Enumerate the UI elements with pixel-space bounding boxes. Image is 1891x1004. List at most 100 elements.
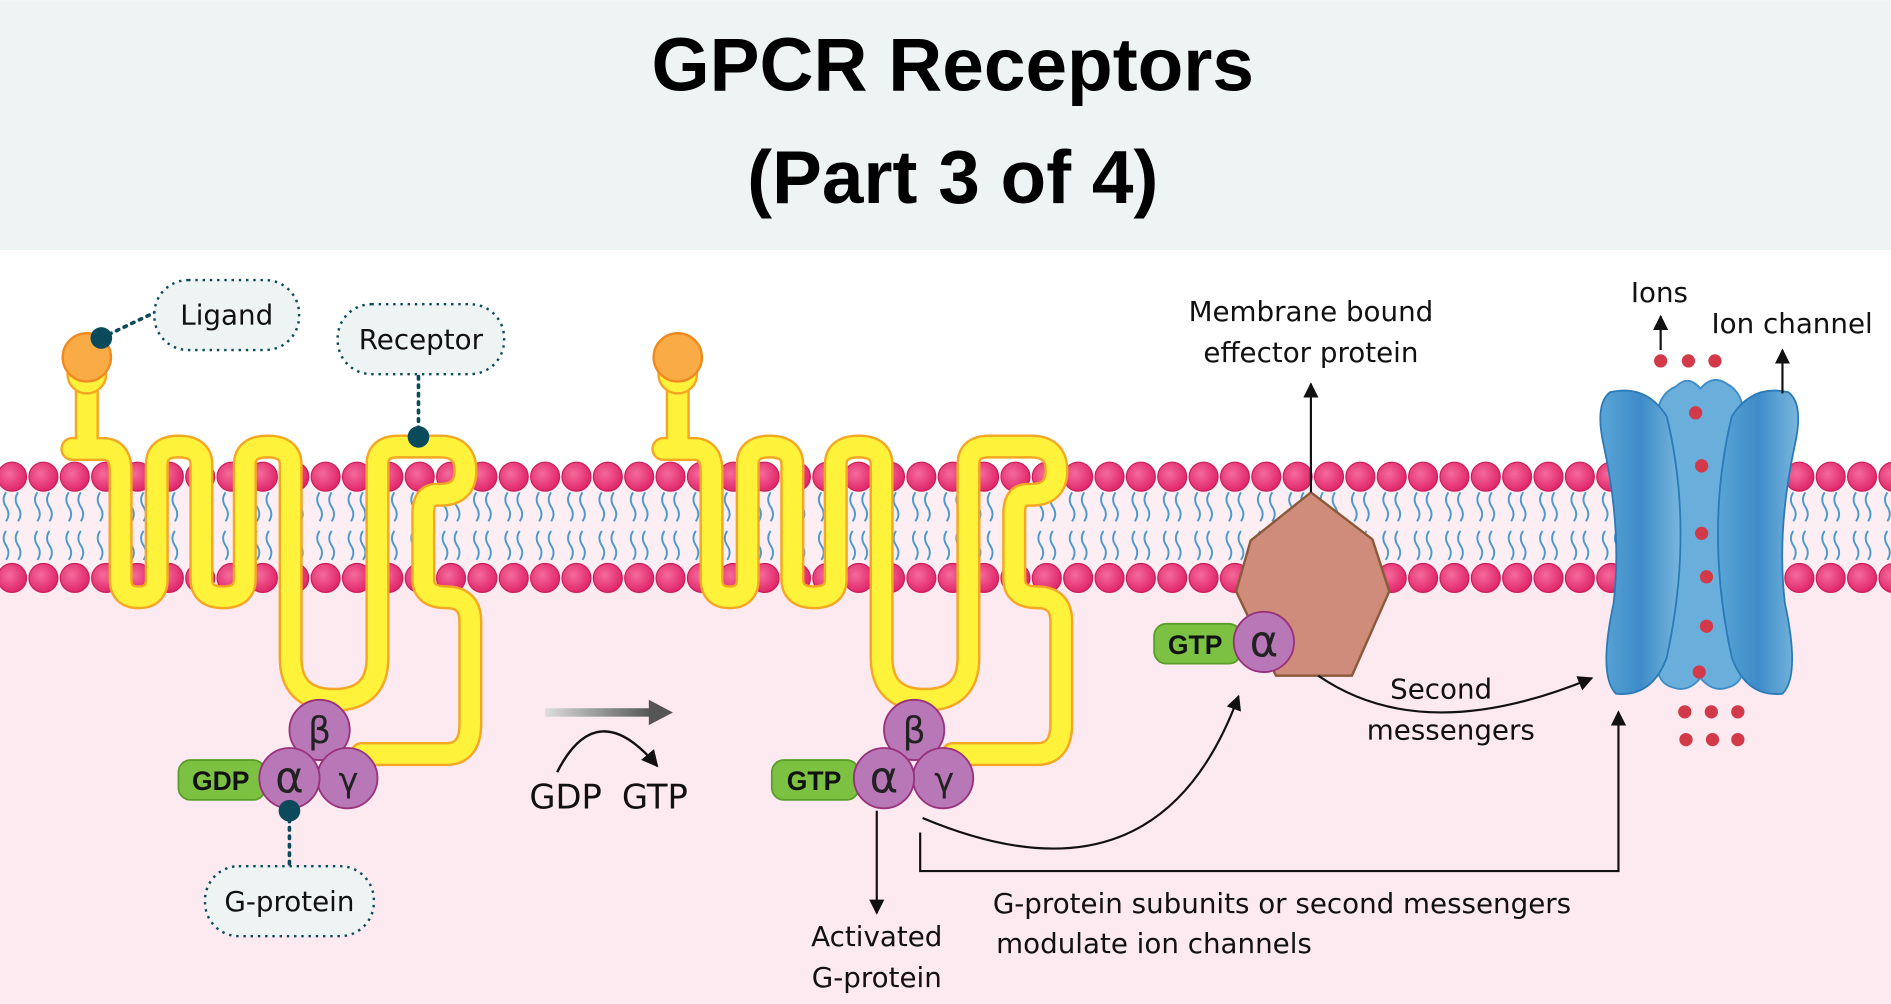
phospholipid-head bbox=[1188, 562, 1219, 594]
receptors bbox=[60, 331, 1074, 767]
lipid-tail bbox=[1833, 530, 1841, 561]
phospholipid-head bbox=[1564, 562, 1595, 594]
lipid-tail bbox=[892, 491, 900, 522]
lipid-tail bbox=[986, 491, 994, 522]
lipid-tail bbox=[1457, 491, 1464, 522]
lipid-tail bbox=[1488, 491, 1496, 522]
lipid-tail bbox=[316, 491, 323, 522]
lipid-tail bbox=[1551, 491, 1558, 522]
g-protein-callout: G-protein bbox=[203, 799, 376, 938]
ion bbox=[1681, 354, 1696, 368]
lipid-tail bbox=[222, 530, 229, 561]
lipid-tail bbox=[504, 530, 512, 561]
phospholipid-head bbox=[1125, 562, 1156, 594]
phospholipid-head bbox=[1251, 461, 1282, 492]
lipid-tail bbox=[328, 530, 336, 561]
lipid-tail bbox=[96, 491, 104, 522]
phospholipid-head bbox=[1533, 562, 1564, 594]
lipid-tail bbox=[1789, 491, 1797, 522]
phospholipid-head bbox=[655, 461, 686, 492]
phospholipid-head bbox=[624, 461, 655, 492]
ion bbox=[1699, 619, 1714, 633]
lipid-tail bbox=[34, 530, 41, 561]
phospholipid-head bbox=[1345, 461, 1376, 492]
lipid-tail bbox=[1174, 491, 1182, 522]
title-line-2: (Part 3 of 4) bbox=[747, 135, 1158, 219]
phospholipid-head bbox=[1125, 461, 1156, 492]
lipid-tail bbox=[1601, 530, 1609, 561]
modulate-label-2: modulate ion channels bbox=[996, 927, 1312, 960]
g-protein-inactive: GDP β γ α bbox=[177, 698, 379, 810]
phospholipid-head bbox=[1157, 461, 1188, 492]
phospholipid-head bbox=[655, 562, 686, 594]
lipid-tail bbox=[1833, 491, 1841, 522]
lipid-tail bbox=[1488, 530, 1496, 561]
lipid-tail bbox=[943, 491, 951, 522]
lipid-tail bbox=[1068, 491, 1076, 522]
beta-subunit-label: β bbox=[308, 709, 331, 752]
lipid-tail bbox=[222, 491, 229, 522]
phospholipid-head bbox=[0, 461, 28, 492]
phospholipid-head bbox=[1502, 461, 1533, 492]
lipid-tail bbox=[1852, 491, 1860, 522]
phospholipid-head bbox=[1219, 461, 1251, 492]
lipid-tail bbox=[1080, 491, 1088, 522]
alpha-subunit-label: α bbox=[870, 754, 899, 804]
lipid-tail bbox=[1852, 530, 1860, 561]
phospholipid-head bbox=[561, 461, 592, 492]
lipid-tail bbox=[1570, 491, 1578, 522]
phospholipid-head bbox=[1470, 461, 1501, 492]
lipid-tail bbox=[579, 491, 586, 522]
receptor-chain bbox=[62, 436, 480, 764]
lipid-tail bbox=[1350, 491, 1358, 522]
lipid-tail bbox=[1363, 491, 1370, 522]
phospholipid-head bbox=[1094, 562, 1125, 594]
lipid-tail bbox=[849, 491, 857, 522]
lipid-tail bbox=[723, 530, 731, 561]
lipid-tail bbox=[2, 491, 10, 522]
lipid-tail bbox=[265, 491, 273, 522]
lipid-tail bbox=[1551, 530, 1558, 561]
lipid-tail bbox=[1864, 491, 1872, 522]
lipid-tail bbox=[1457, 530, 1464, 561]
ion bbox=[1705, 732, 1720, 747]
phospholipid-head bbox=[1846, 562, 1878, 594]
lipid-tail bbox=[14, 530, 22, 561]
lipid-tail bbox=[1476, 530, 1484, 561]
lipid-tail bbox=[328, 491, 336, 522]
lipid-tail bbox=[641, 491, 649, 522]
phospholipid-head bbox=[906, 461, 937, 492]
lipid-tail bbox=[1162, 491, 1170, 522]
receptor-label: Receptor bbox=[359, 323, 484, 356]
lipid-tail bbox=[1821, 530, 1829, 561]
lipid-tail bbox=[1143, 530, 1151, 561]
phospholipid-head bbox=[498, 461, 529, 492]
lipid-tail bbox=[485, 530, 492, 561]
lipid-tail bbox=[1864, 530, 1872, 561]
lipid-tail bbox=[924, 491, 931, 522]
ions bbox=[1654, 354, 1745, 747]
ion bbox=[1695, 459, 1709, 473]
ion bbox=[1704, 705, 1718, 719]
lipid-tail bbox=[1802, 530, 1809, 561]
ion bbox=[1678, 705, 1692, 719]
lipid-tail bbox=[1582, 491, 1590, 522]
ion bbox=[1708, 354, 1722, 368]
phospholipid-head bbox=[592, 461, 623, 492]
phospholipid-head bbox=[1878, 563, 1891, 593]
exchange-gdp-label: GDP bbox=[529, 777, 601, 816]
exchange-gtp-label: GTP bbox=[622, 777, 688, 816]
lipid-tail bbox=[692, 491, 700, 522]
lipid-tail bbox=[1884, 491, 1891, 522]
effector-label-2: effector protein bbox=[1203, 336, 1418, 369]
phospholipid-head bbox=[1533, 461, 1564, 492]
phospholipid-head bbox=[1502, 562, 1533, 594]
phospholipid-head bbox=[1878, 461, 1891, 492]
phospholipid-head bbox=[0, 562, 28, 594]
lipid-tail bbox=[516, 491, 524, 522]
title-line-1: GPCR Receptors bbox=[652, 23, 1254, 107]
lipid-tail bbox=[1225, 530, 1233, 561]
second-messengers-label-1: Second bbox=[1390, 673, 1492, 706]
lipid-tail bbox=[861, 530, 869, 561]
ion bbox=[1654, 354, 1668, 368]
